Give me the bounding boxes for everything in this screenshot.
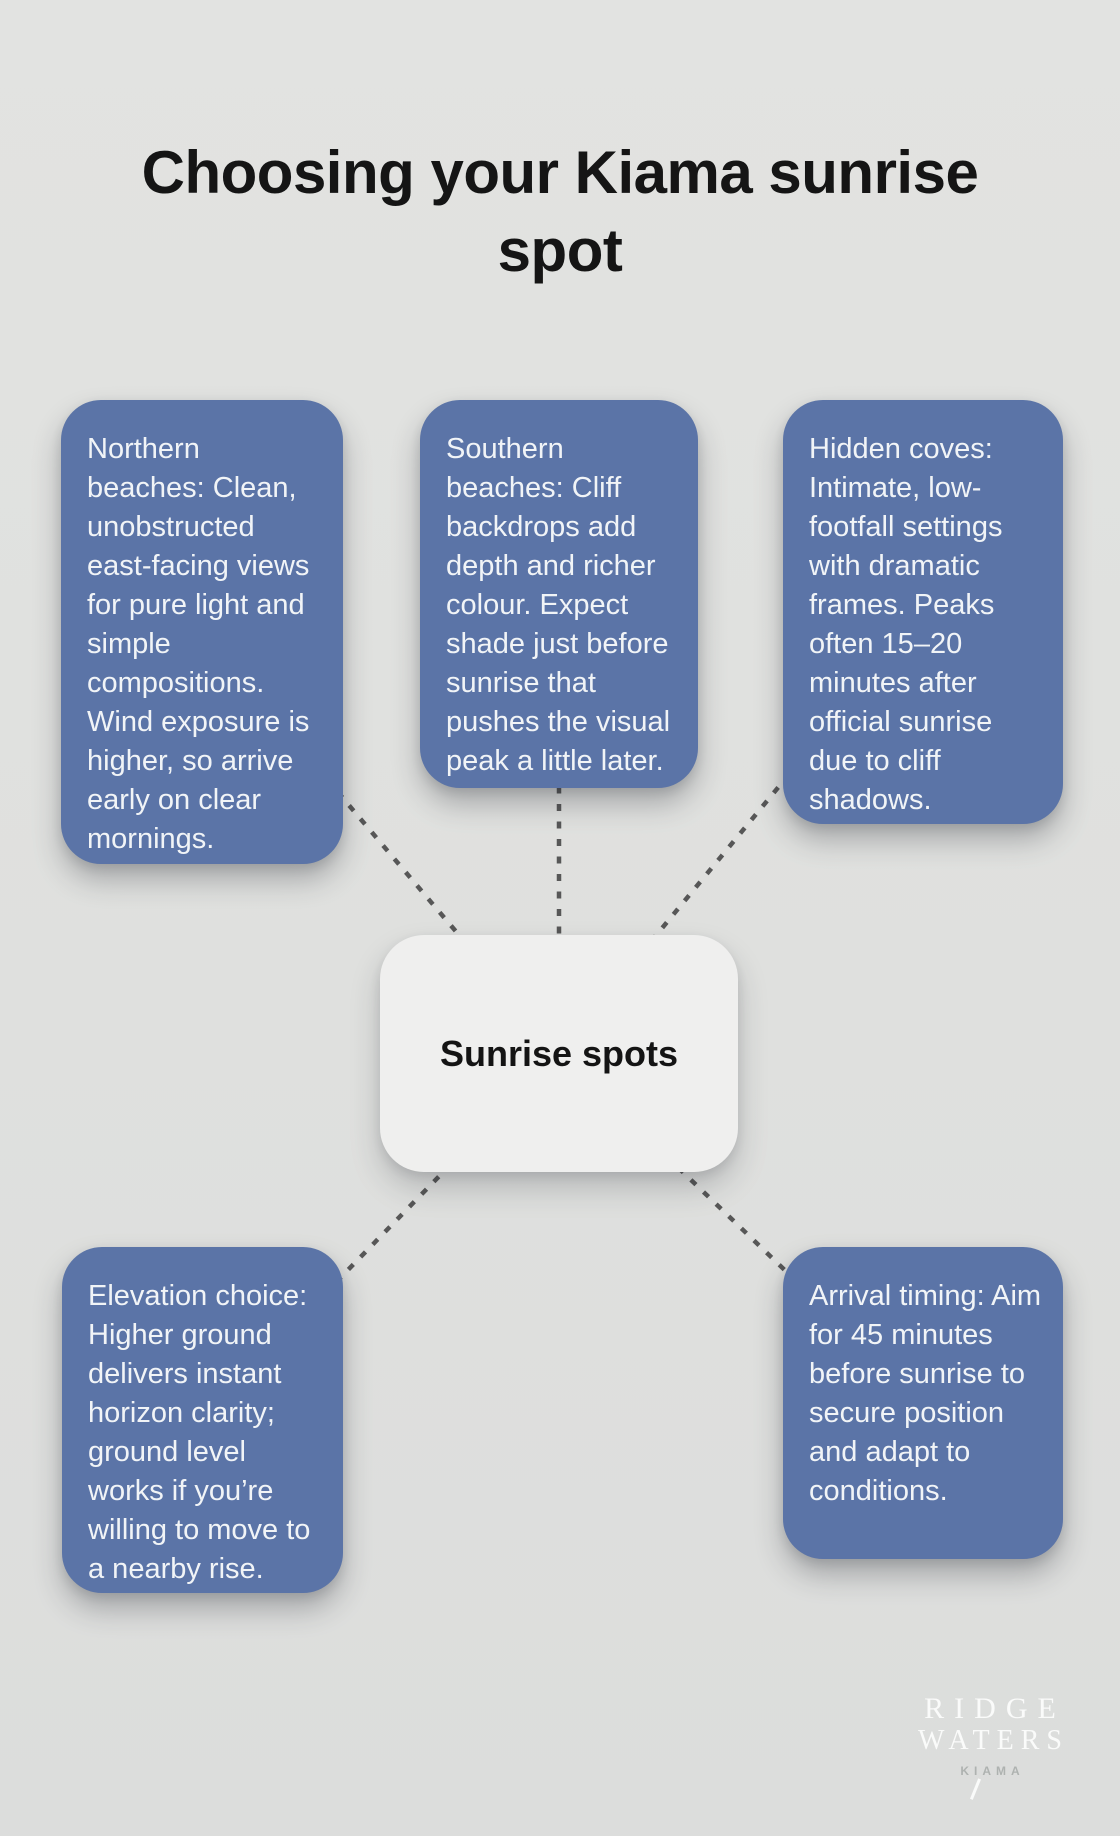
brand-logo-kiama: KIAMA xyxy=(960,1764,1025,1778)
brand-logo-waters-text: WATERS xyxy=(918,1725,1069,1756)
node-hidden-coves-text: Hidden coves: Intimate, low-footfall set… xyxy=(809,433,1003,816)
hub-label: Sunrise spots xyxy=(439,1032,679,1074)
node-northern-beaches: Northern beaches: Clean, unobstructed ea… xyxy=(61,400,343,864)
node-elevation-choice-text: Elevation choice: Higher ground delivers… xyxy=(88,1280,311,1585)
node-northern-beaches-text: Northern beaches: Clean, unobstructed ea… xyxy=(87,433,310,855)
hub-sunrise-spots: Sunrise spots xyxy=(380,935,738,1172)
node-hidden-coves: Hidden coves: Intimate, low-footfall set… xyxy=(783,400,1063,824)
node-southern-beaches-text: Southern beaches: Cliff backdrops add de… xyxy=(446,433,671,777)
node-arrival-timing-text: Arrival timing: Aim for 45 minutes befor… xyxy=(809,1280,1042,1507)
brand-logo-ridge: RIDGE xyxy=(924,1692,1066,1725)
node-elevation-choice: Elevation choice: Higher ground delivers… xyxy=(62,1247,343,1593)
brand-logo: RIDGE WATERS KIAMA xyxy=(890,1692,1090,1800)
brand-logo-waters: WATERS xyxy=(890,1725,1090,1800)
node-arrival-timing: Arrival timing: Aim for 45 minutes befor… xyxy=(783,1247,1063,1559)
page-title: Choosing your Kiama sunrise spot xyxy=(141,139,979,285)
node-southern-beaches: Southern beaches: Cliff backdrops add de… xyxy=(420,400,698,788)
